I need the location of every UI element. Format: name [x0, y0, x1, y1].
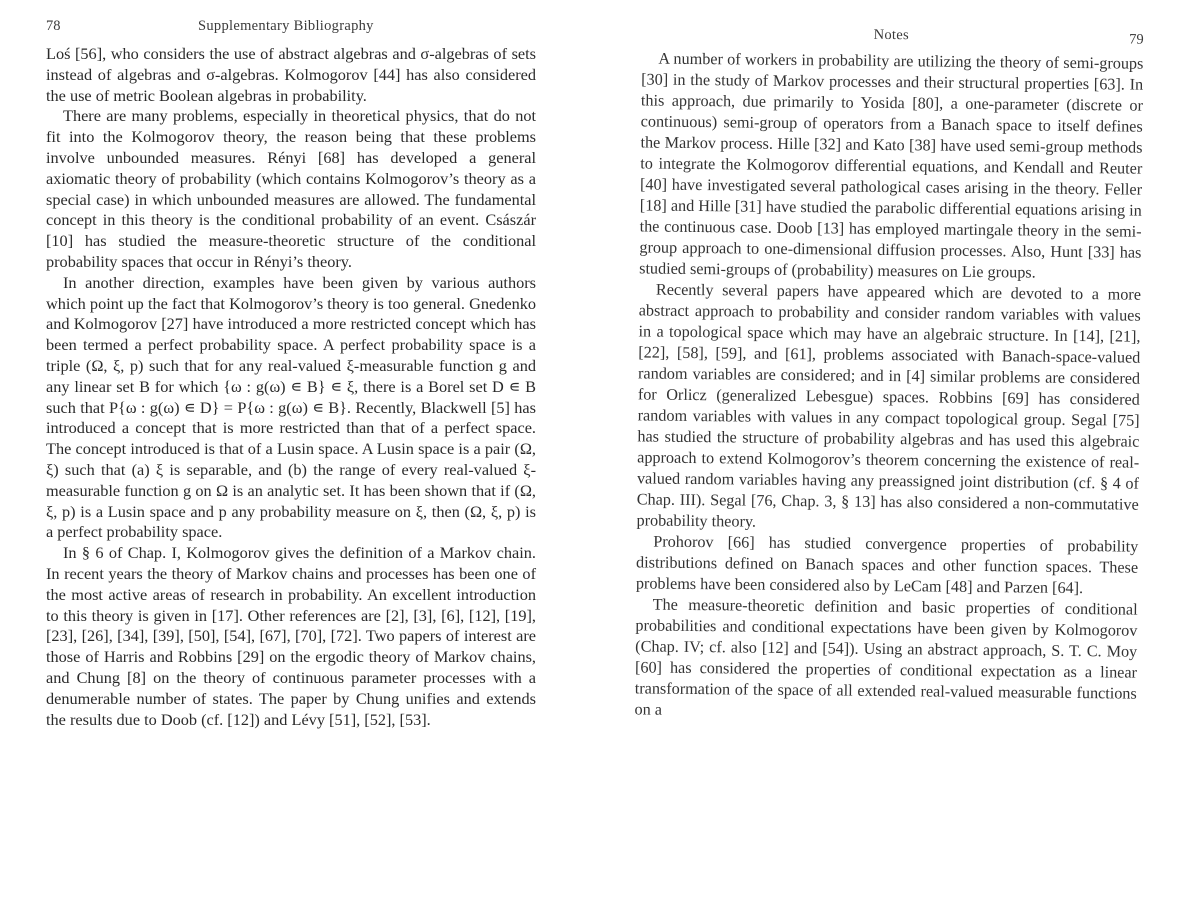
right-paragraph-4: The measure-theoretic definition and bas… [634, 595, 1138, 719]
right-paragraph-3: Prohorov [66] has studied convergence pr… [635, 532, 1139, 598]
right-page: Notes 79 A number of workers in probabil… [591, 0, 1200, 906]
left-paragraph-4: In § 6 of Chap. I, Kolmogorov gives the … [46, 543, 536, 729]
left-paragraph-1: Loś [56], who considers the use of abstr… [46, 44, 536, 105]
left-page-number: 78 [46, 18, 61, 34]
left-paragraph-3: In another direction, examples have been… [46, 272, 536, 542]
left-running-head: Supplementary Bibliography [198, 18, 374, 34]
right-paragraph-1: A number of workers in probability are u… [639, 49, 1144, 282]
right-running-head: Notes [873, 26, 910, 44]
left-page-header: 78 Supplementary Bibliography [46, 16, 536, 44]
right-page-header: Notes 79 [641, 20, 1144, 53]
left-page: 78 Supplementary Bibliography Loś [56], … [0, 0, 560, 900]
right-paragraph-2: Recently several papers have appeared wh… [636, 280, 1142, 531]
right-page-number: 79 [1129, 31, 1144, 48]
left-paragraph-2: There are many problems, especially in t… [46, 106, 536, 271]
